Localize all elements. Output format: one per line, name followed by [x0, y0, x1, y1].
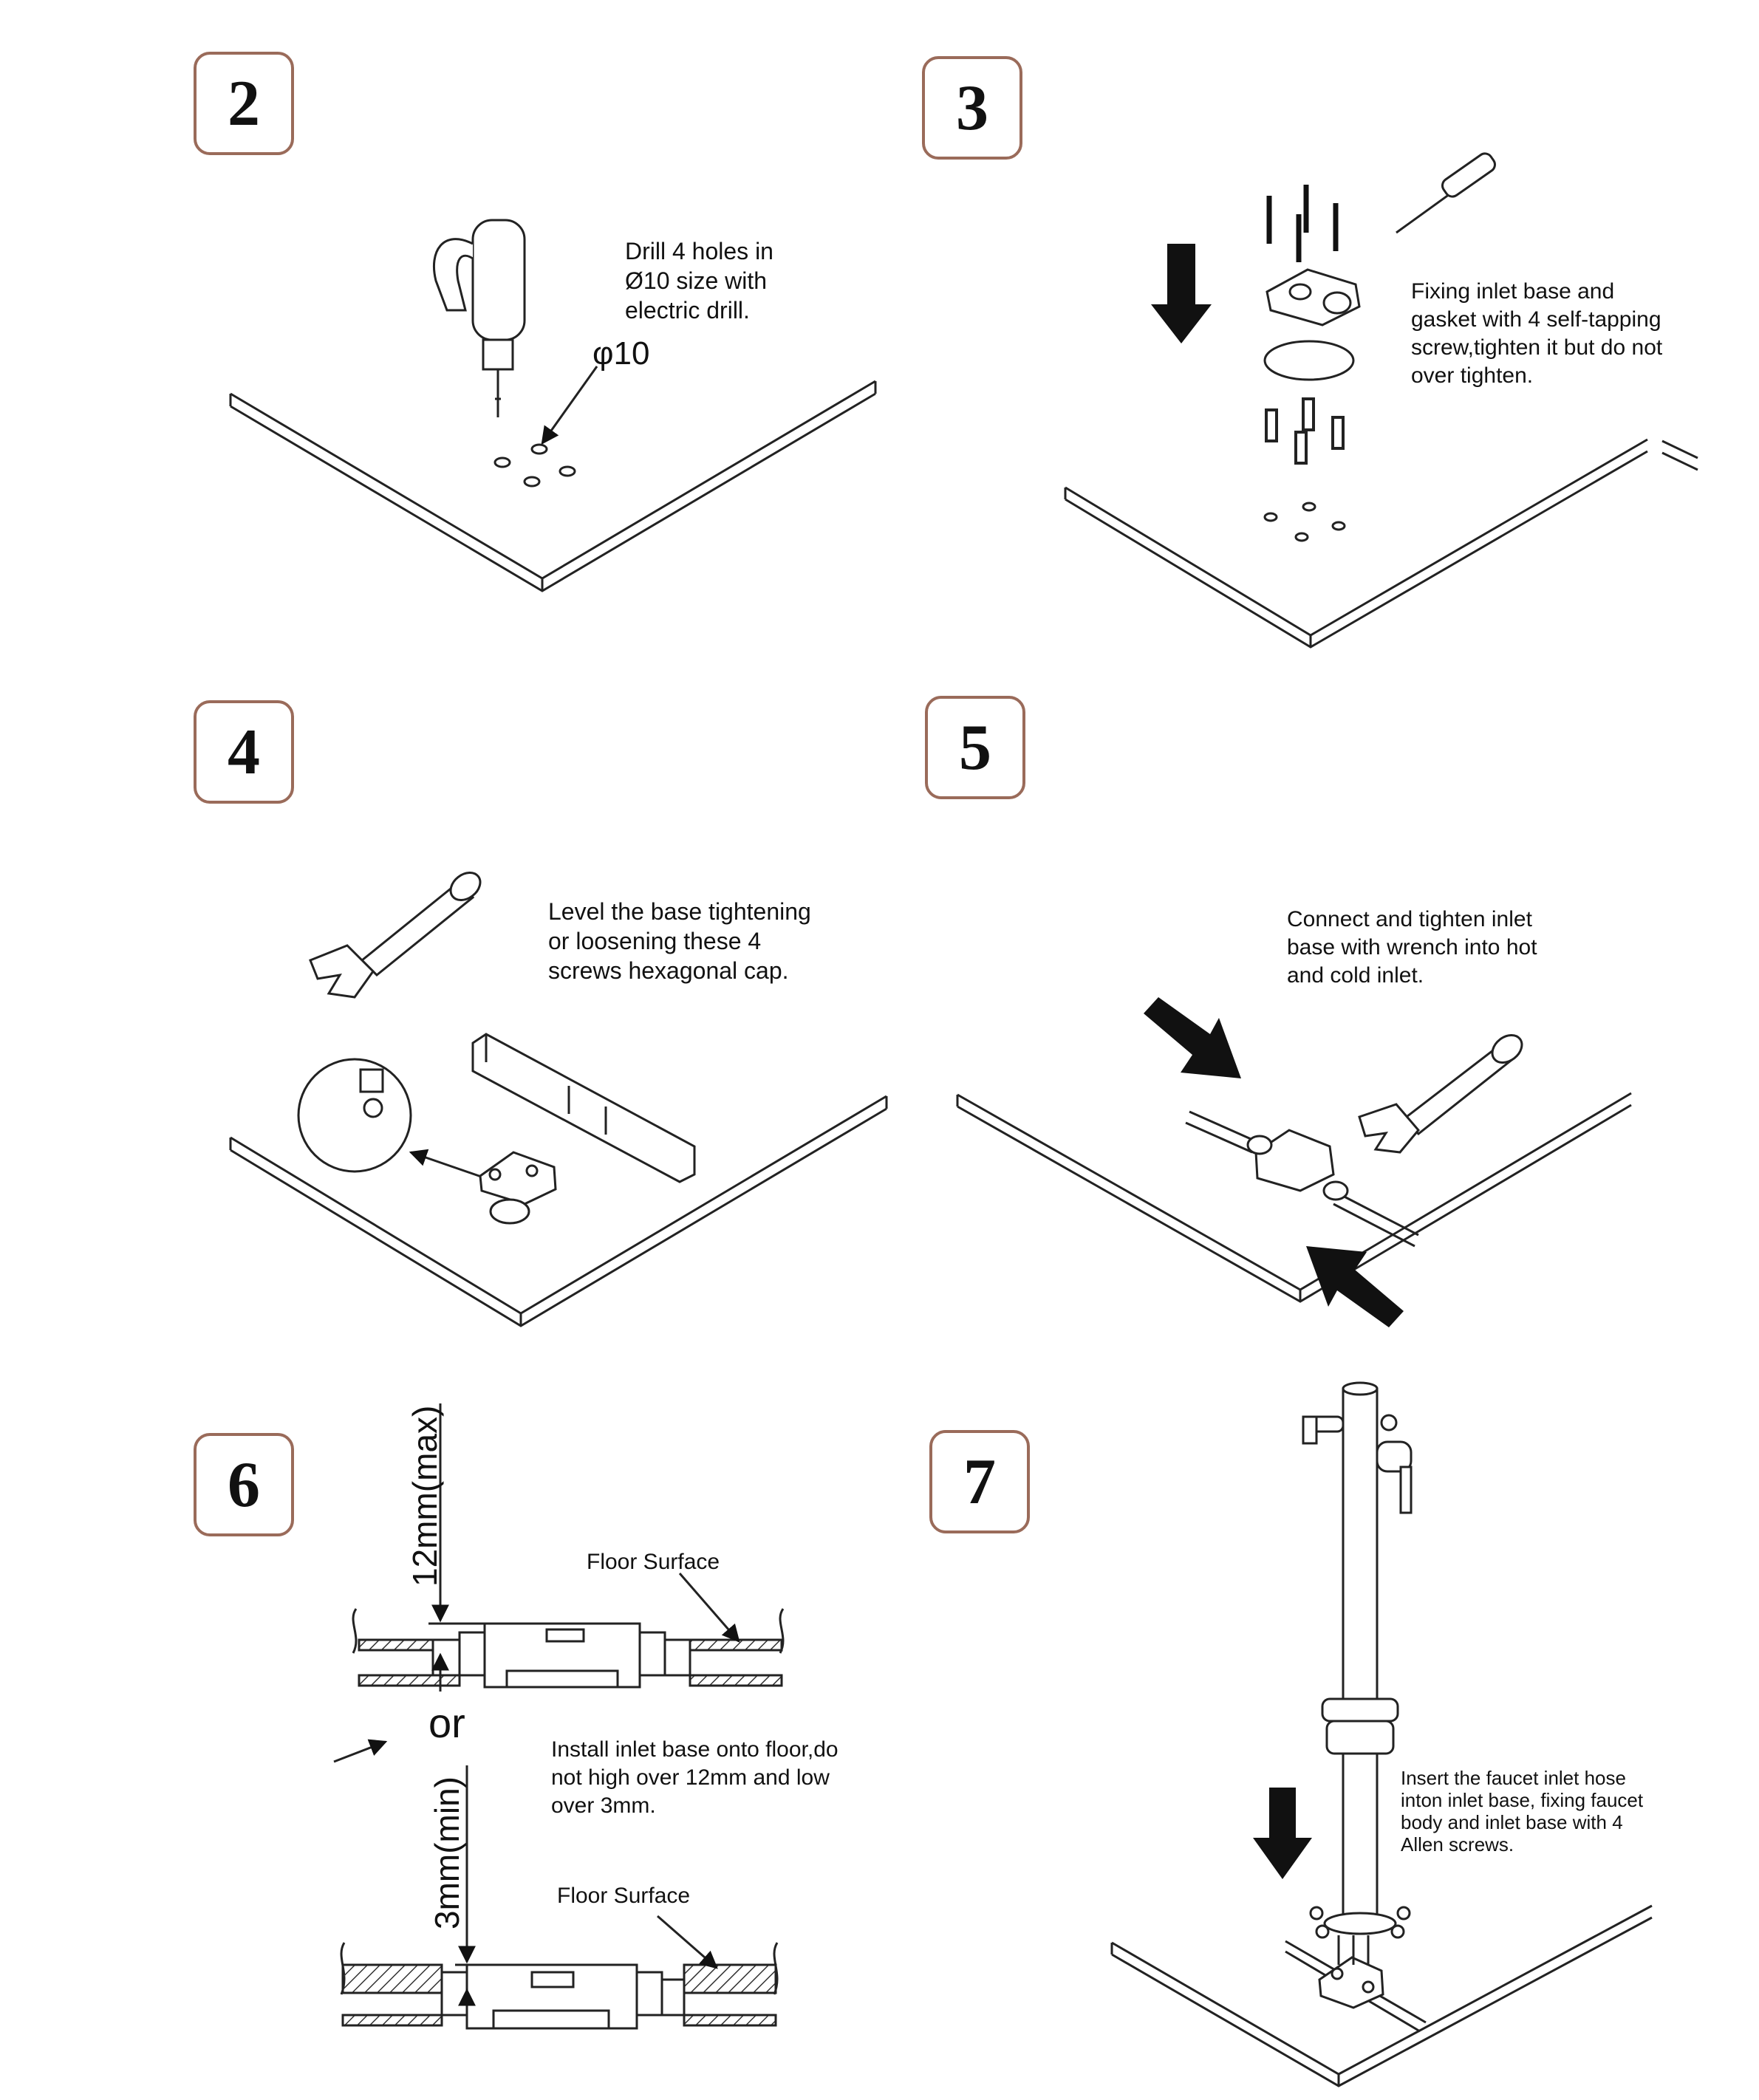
step-4-illustration — [229, 871, 888, 1327]
step-2-illustration — [229, 219, 877, 592]
step-number-badge: 6 — [194, 1433, 294, 1536]
step-number-badge: 4 — [194, 700, 294, 804]
step-2-instruction: Drill 4 holes in Ø10 size with electric … — [625, 238, 773, 324]
spirit-level-icon — [471, 1033, 696, 1183]
inlet-arrow-icon — [1306, 1246, 1404, 1327]
down-arrow-icon — [1151, 244, 1212, 343]
detail-magnifier — [297, 1058, 412, 1173]
step-5-illustration — [956, 997, 1632, 1327]
inlet-base-icon — [1246, 1129, 1349, 1201]
gasket-icon — [1263, 340, 1355, 381]
step-6-instruction: Install inlet base onto floor,do not hig… — [551, 1737, 838, 1818]
step-number-badge: 2 — [194, 52, 294, 155]
step-7-instruction: Insert the faucet inlet hose inton inlet… — [1401, 1767, 1644, 1856]
screws-icon — [1266, 185, 1339, 262]
floor-surface-label: Floor Surface — [557, 1884, 691, 1908]
hole-diameter-callout: φ10 — [592, 335, 650, 372]
inlet-base-icon — [1266, 268, 1361, 326]
electric-drill-icon — [432, 219, 526, 417]
inlet-base-icon — [479, 1151, 557, 1225]
wrench-icon — [1358, 1033, 1523, 1154]
step-6-illustration — [333, 1403, 785, 2030]
step-7-illustration — [1110, 1381, 1653, 2087]
down-arrow-icon — [1253, 1788, 1312, 1879]
screwdriver-icon — [1396, 152, 1496, 234]
wrench-icon — [309, 871, 482, 999]
faucet-body-icon — [1302, 1381, 1413, 1965]
step-4-instruction: Level the base tightening or loosening t… — [548, 898, 811, 984]
inlet-base-icon — [1318, 1956, 1384, 2009]
step-3-instruction: Fixing inlet base and gasket with 4 self… — [1411, 279, 1663, 388]
inlet-arrow-icon — [1144, 997, 1241, 1078]
floor-surface-label: Floor Surface — [587, 1550, 720, 1574]
min-height-label: 3mm(min) — [428, 1776, 466, 1929]
step-number-badge: 5 — [925, 696, 1025, 799]
step-number-badge: 7 — [929, 1430, 1030, 1533]
step-5-instruction: Connect and tighten inlet base with wren… — [1287, 907, 1537, 988]
max-height-label: 12mm(max) — [406, 1405, 444, 1587]
step-number-badge: 3 — [922, 56, 1022, 160]
step-3-illustration — [1064, 152, 1698, 649]
or-label: or — [428, 1700, 465, 1746]
wall-plugs-icon — [1265, 397, 1345, 465]
